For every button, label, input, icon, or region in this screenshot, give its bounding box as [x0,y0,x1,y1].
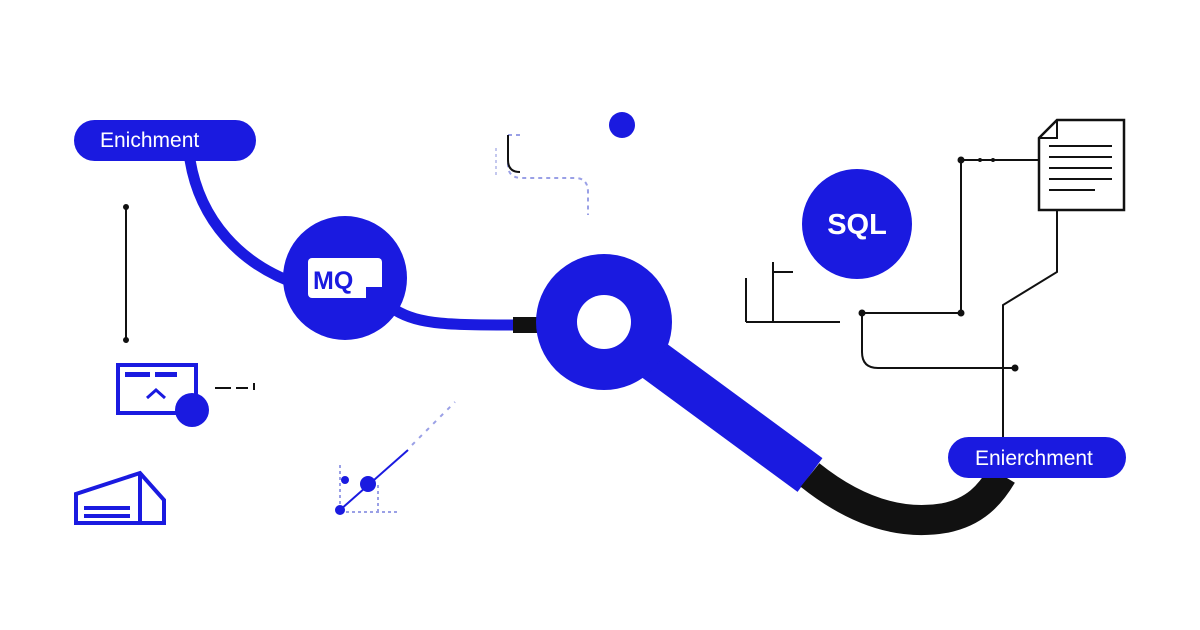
pipeline-black-connector [513,317,539,333]
mq-label: MQ [313,267,353,295]
connector-dot [123,204,129,210]
enrichment-pill-left[interactable]: Enichment [74,120,256,161]
connector-dot [123,337,129,343]
faint-bracket-top [495,134,589,215]
pipeline-diagonal [627,333,823,492]
window-icon [116,363,255,427]
mq-node[interactable]: MQ [283,216,407,340]
enrichment-pill-right[interactable]: Enierchment [948,437,1126,478]
pipeline-curve-top [184,154,306,291]
right-wiring [745,159,1058,437]
small-blue-dot [609,112,635,138]
pipeline-black-curve [800,463,1015,535]
pipeline-curve-mid [392,305,521,331]
document-icon [1037,118,1126,212]
central-hub-node[interactable] [536,254,672,390]
sql-label: SQL [827,209,887,241]
wiring-dots [858,156,1019,372]
sql-node[interactable]: SQL [802,169,912,279]
enrichment-left-label: Enichment [100,129,199,152]
building-icon [74,470,166,525]
enrichment-right-label: Enierchment [975,447,1093,470]
line-chart-icon [335,401,456,515]
